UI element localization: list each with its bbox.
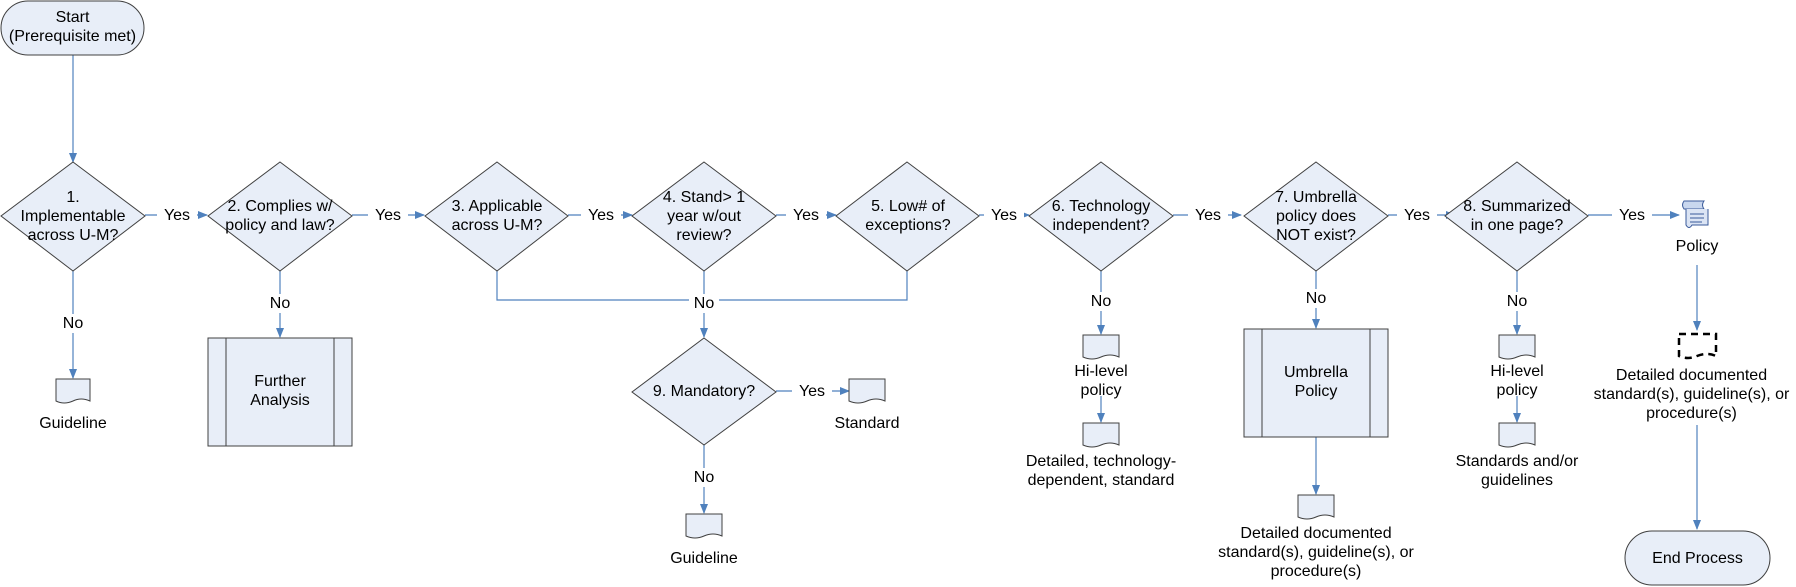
edge-no-label: No xyxy=(265,294,295,313)
decision-4-label: 4. Stand> 1 year w/out review? xyxy=(662,189,746,244)
edge-no-label: No xyxy=(1086,292,1116,311)
standards-guidelines-label: Standards and/or guidelines xyxy=(1455,453,1579,489)
edge-yes-label: Yes xyxy=(1188,206,1228,225)
edge-yes-label: Yes xyxy=(581,206,621,225)
edge-no-label: No xyxy=(58,314,88,333)
decision-4 xyxy=(631,161,777,272)
guideline-label: Guideline xyxy=(670,550,738,567)
decision-9-label: 9. Mandatory? xyxy=(652,383,756,400)
decision-6-label: 6. Technology independent? xyxy=(1051,198,1151,234)
document-icon xyxy=(848,378,886,404)
document-icon xyxy=(1498,422,1536,448)
document-icon xyxy=(1082,422,1120,448)
document-icon xyxy=(1297,494,1335,520)
edge-no-label: No xyxy=(689,294,719,313)
edge-yes-label: Yes xyxy=(1612,206,1652,225)
decision-1-label: 1. Implementable across U-M? xyxy=(20,189,126,244)
hi-level-policy-label: Hi-level policy xyxy=(1490,363,1544,399)
document-icon xyxy=(1082,334,1120,360)
edge-yes-label: Yes xyxy=(1397,206,1437,225)
start-terminator xyxy=(0,0,145,56)
decision-6 xyxy=(1028,161,1174,272)
detailed-documented-label: Detailed documented standard(s), guideli… xyxy=(1218,525,1414,580)
decision-5 xyxy=(835,161,980,272)
start-label: Start (Prerequisite met) xyxy=(8,9,137,45)
edge-no-label: No xyxy=(1301,289,1331,308)
policy-label: Policy xyxy=(1675,238,1719,255)
edge-no-label: No xyxy=(689,468,719,487)
umbrella-policy-label: Umbrella Policy xyxy=(1283,364,1348,400)
decision-3-label: 3. Applicable across U-M? xyxy=(451,198,543,234)
edge-yes-label: Yes xyxy=(786,206,826,225)
decision-8 xyxy=(1444,161,1589,272)
decision-9 xyxy=(631,337,777,446)
detailed-tech-standard-label: Detailed, technology- dependent, standar… xyxy=(1025,453,1177,489)
decision-8-label: 8. Summarized in one page? xyxy=(1463,198,1571,234)
scroll-policy-icon xyxy=(1682,200,1709,228)
decision-1 xyxy=(0,161,146,272)
detailed-documented-label: Detailed documented standard(s), guideli… xyxy=(1593,367,1790,422)
edge-yes-label: Yes xyxy=(792,382,832,401)
decision-3 xyxy=(424,161,569,272)
edge-yes-label: Yes xyxy=(368,206,408,225)
edge-yes-label: Yes xyxy=(157,206,197,225)
end-terminator xyxy=(1624,530,1771,586)
document-icon xyxy=(55,378,91,404)
guideline-label: Guideline xyxy=(39,415,107,432)
further-analysis-process xyxy=(207,337,353,447)
decision-2-label: 2. Complies w/ policy and law? xyxy=(225,198,335,234)
decision-7-label: 7. Umbrella policy does NOT exist? xyxy=(1275,189,1357,244)
edge-yes-label: Yes xyxy=(984,206,1024,225)
hi-level-policy-label: Hi-level policy xyxy=(1074,363,1128,399)
edge-no-label: No xyxy=(1502,292,1532,311)
decision-7 xyxy=(1243,161,1389,272)
document-icon xyxy=(685,513,723,539)
end-label: End Process xyxy=(1652,550,1743,567)
further-analysis-label: Further Analysis xyxy=(250,373,310,409)
standard-label: Standard xyxy=(834,415,900,432)
decision-5-label: 5. Low# of exceptions? xyxy=(865,198,951,234)
decision-2 xyxy=(207,161,353,272)
umbrella-policy-process xyxy=(1243,328,1389,438)
dashed-document-icon xyxy=(1677,332,1718,360)
document-icon xyxy=(1498,334,1536,360)
